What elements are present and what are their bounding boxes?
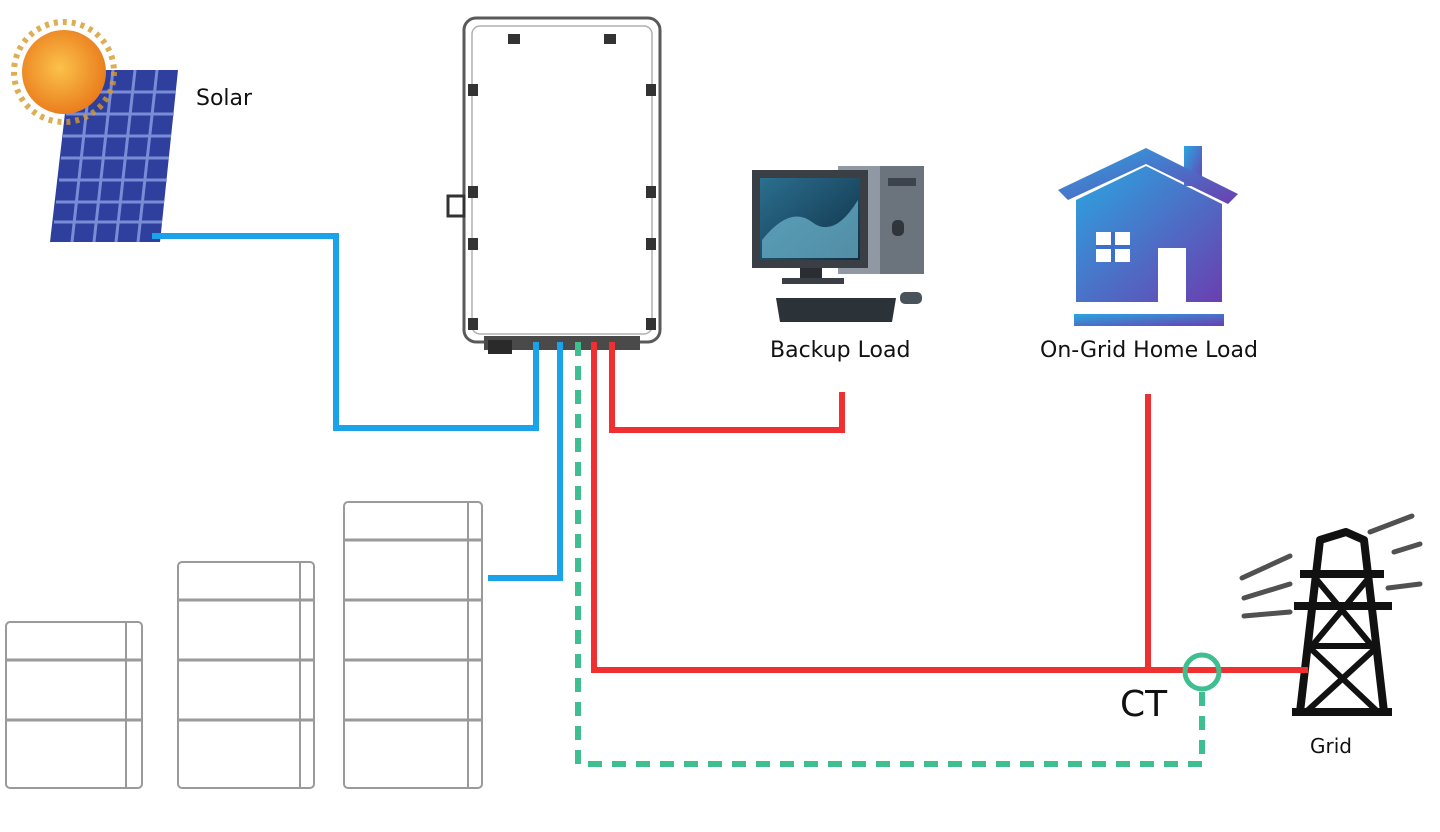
battery-stack-medium [177,561,315,789]
inverter-to-grid-line [591,342,1308,673]
dc-wiring [152,233,563,581]
hybrid-inverter [446,16,662,354]
battery-stack-large [343,501,483,789]
solar-label: Solar [196,86,253,111]
battery-to-inverter-line [488,342,563,581]
backup-load-label: Backup Load [770,338,911,363]
computer-icon [752,166,924,322]
battery-stack-small [5,621,143,789]
power-tower-icon [1239,513,1423,716]
sun-icon [11,19,117,125]
ac-wiring [591,342,1308,673]
home-load-label: On-Grid Home Load [1040,338,1258,363]
house-icon [1058,146,1238,326]
grid-label: Grid [1310,734,1352,758]
ct-communication-line [575,342,1205,767]
ct-sensor-icon [1182,652,1222,692]
inverter-to-backup-line [609,342,845,433]
solar-panel-icon [50,69,178,243]
ct-label: CT [1120,684,1168,725]
solar-to-inverter-line [152,233,539,431]
